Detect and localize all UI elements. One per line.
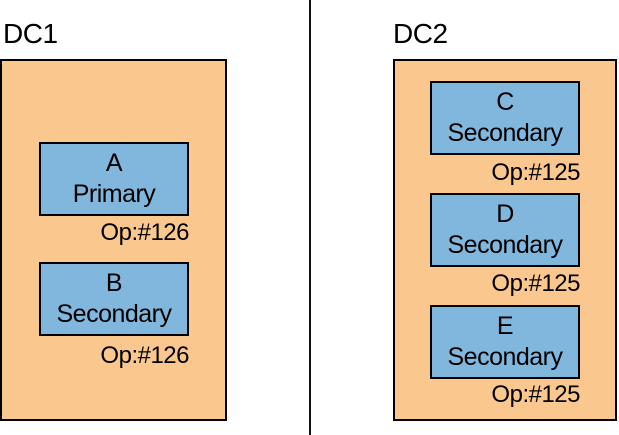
node-c-role: Secondary [447,119,563,147]
node-e-op-label: Op:#125 [491,381,580,408]
node-c-name: C [496,88,514,116]
node-b-role: Secondary [56,300,172,328]
node-e-name: E [496,312,514,340]
node-e-role: Secondary [447,343,563,371]
node-e: E Secondary [430,305,580,379]
node-a-op-label: Op:#126 [100,219,189,246]
node-d: D Secondary [430,193,580,267]
dc2-container: C Secondary Op:#125 D Secondary Op:#125 … [393,59,617,421]
datacenter-divider-line [309,0,311,435]
node-b-name: B [105,269,123,297]
node-c-op-label: Op:#125 [491,159,580,186]
node-b: B Secondary [39,262,189,336]
node-a-role: Primary [72,180,156,208]
node-a-name: A [105,149,123,177]
node-d-role: Secondary [447,231,563,259]
dc2-label: DC2 [393,18,448,49]
node-c: C Secondary [430,81,580,155]
node-a: A Primary [39,142,189,216]
dc1-container: A Primary Op:#126 B Secondary Op:#126 [0,59,227,421]
node-b-op-label: Op:#126 [100,342,189,369]
node-d-op-label: Op:#125 [491,270,580,297]
dc1-label: DC1 [3,18,58,49]
node-d-name: D [496,200,514,228]
